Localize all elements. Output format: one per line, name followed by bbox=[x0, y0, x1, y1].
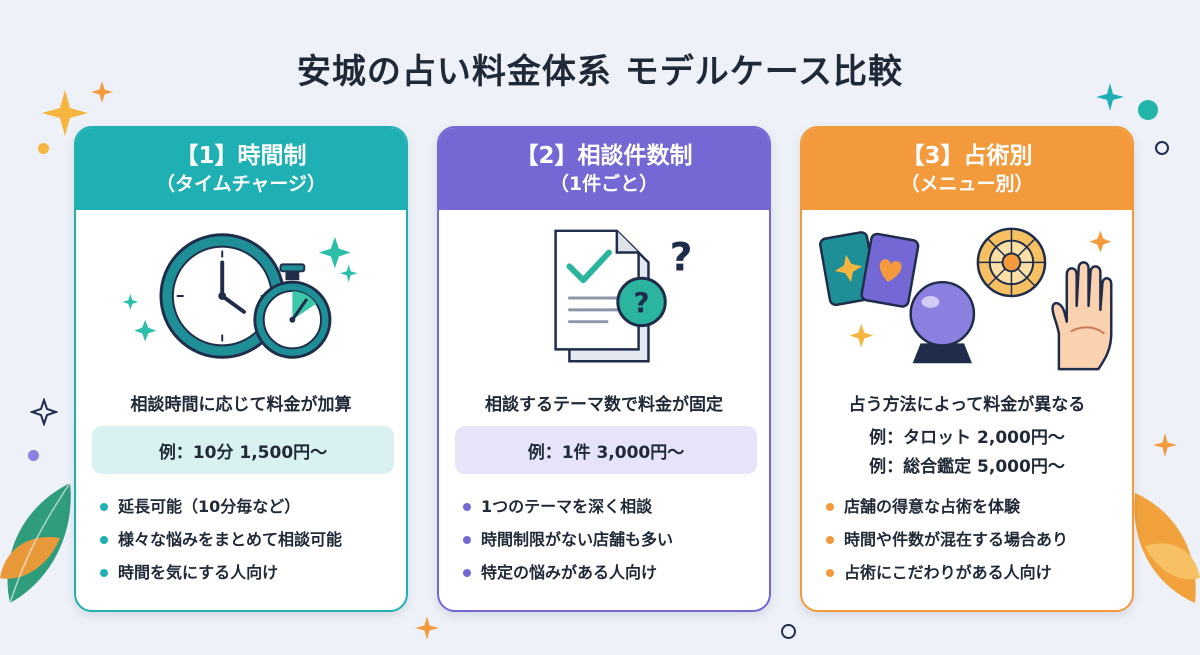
card-by-method: 【3】占術別 （メニュー別） 占う方法によって料金が異なる 例：タロット 2,0… bbox=[800, 126, 1134, 612]
dot-decoration bbox=[38, 143, 49, 154]
card-header: 【3】占術別 （メニュー別） bbox=[802, 128, 1132, 210]
card-subheading: （タイムチャージ） bbox=[155, 173, 327, 195]
card-header: 【1】時間制 （タイムチャージ） bbox=[76, 128, 406, 210]
list-item: 時間を気にする人向け bbox=[100, 556, 342, 589]
price-example: 例：10分 1,500円〜 bbox=[92, 426, 394, 474]
card-lead: 相談時間に応じて料金が加算 bbox=[130, 395, 352, 415]
card-subheading: （メニュー別） bbox=[900, 173, 1034, 195]
list-item: 時間や件数が混在する場合あり bbox=[826, 523, 1068, 556]
card-header: 【2】相談件数制 （1件ごと） bbox=[439, 128, 769, 210]
document-question-icon: ? ? bbox=[554, 229, 693, 363]
card-time-based: 【1】時間制 （タイムチャージ） 相談時間に応じて料金が加算 例：10分 1,5… bbox=[74, 126, 408, 612]
price-example: 例：タロット 2,000円〜 bbox=[869, 428, 1065, 448]
list-item: 店舗の得意な占術を体験 bbox=[826, 490, 1068, 523]
price-example: 例：1件 3,000円〜 bbox=[455, 426, 757, 474]
card-per-consultation: 【2】相談件数制 （1件ごと） ? ? 相談するテーマ数で料金が固定 例：1件 … bbox=[437, 126, 771, 612]
feature-list: 1つのテーマを深く相談 時間制限がない店舗も多い 特定の悩みがある人向け bbox=[463, 490, 673, 589]
card-lead: 相談するテーマ数で料金が固定 bbox=[485, 395, 723, 415]
dot-decoration bbox=[1138, 100, 1158, 120]
leaf-icon bbox=[0, 482, 71, 604]
card-heading: 【1】時間制 bbox=[175, 143, 307, 169]
list-item: 延長可能（10分毎など） bbox=[100, 490, 342, 523]
list-item: 時間制限がない店舗も多い bbox=[463, 523, 673, 556]
sparkle-icon bbox=[1153, 433, 1177, 457]
page-title: 安城の占い料金体系 モデルケース比較 bbox=[296, 52, 904, 92]
sparkle-icon bbox=[42, 90, 88, 136]
svg-text:?: ? bbox=[670, 234, 693, 280]
card-heading: 【2】相談件数制 bbox=[515, 143, 693, 169]
card-lead: 占う方法によって料金が異なる bbox=[848, 395, 1086, 415]
ring-decoration bbox=[781, 624, 796, 639]
list-item: 様々な悩みをまとめて相談可能 bbox=[100, 523, 342, 556]
list-item: 1つのテーマを深く相談 bbox=[463, 490, 673, 523]
sparkle-icon bbox=[415, 616, 439, 640]
price-examples: 例：タロット 2,000円〜 例：総合鑑定 5,000円〜 bbox=[802, 424, 1132, 482]
sparkle-outline-icon bbox=[30, 398, 58, 426]
ring-decoration bbox=[1155, 141, 1169, 155]
price-example: 例：総合鑑定 5,000円〜 bbox=[869, 457, 1065, 477]
dot-decoration bbox=[28, 450, 39, 461]
tarot-crystal-palm-icon bbox=[819, 227, 1113, 371]
card-heading: 【3】占術別 bbox=[901, 143, 1033, 169]
leaf-icon bbox=[1134, 493, 1200, 603]
list-item: 特定の悩みがある人向け bbox=[463, 556, 673, 589]
clock-stopwatch-icon bbox=[122, 233, 358, 359]
sparkle-icon bbox=[1096, 83, 1124, 111]
feature-list: 延長可能（10分毎など） 様々な悩みをまとめて相談可能 時間を気にする人向け bbox=[100, 490, 342, 589]
feature-list: 店舗の得意な占術を体験 時間や件数が混在する場合あり 占術にこだわりがある人向け bbox=[826, 490, 1068, 589]
list-item: 占術にこだわりがある人向け bbox=[826, 556, 1068, 589]
svg-text:?: ? bbox=[634, 286, 650, 319]
card-subheading: （1件ごと） bbox=[549, 173, 659, 195]
sparkle-icon bbox=[91, 81, 113, 103]
